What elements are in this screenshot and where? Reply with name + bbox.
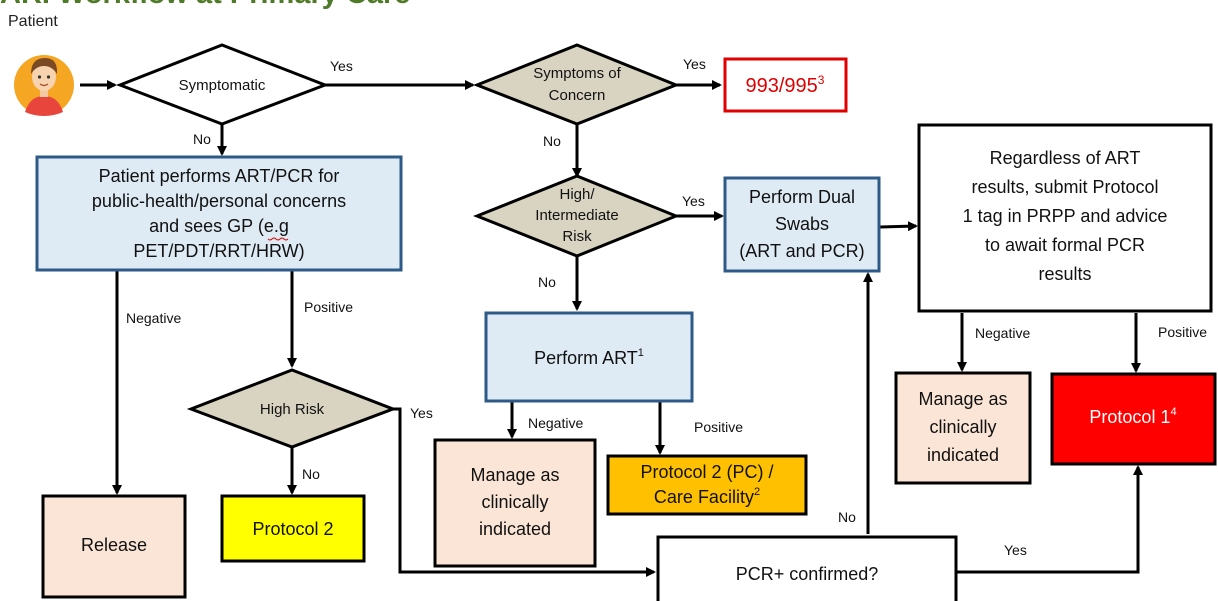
protocol2-pc-superscript: 2 bbox=[754, 486, 760, 498]
patient-performs-line1: Patient performs ART/PCR for bbox=[99, 166, 340, 186]
label-yes-symptomatic: Yes bbox=[330, 58, 353, 74]
label-no-symptomatic: No bbox=[193, 131, 211, 147]
patient-performs-line2: public-health/personal concerns bbox=[92, 191, 346, 211]
emergency-text: 993/995 bbox=[746, 75, 818, 97]
svg-text:993/9953: 993/9953 bbox=[746, 73, 825, 97]
high-risk-decision: High Risk bbox=[186, 368, 398, 449]
label-yes-risk: Yes bbox=[682, 193, 705, 209]
risk-line3: Risk bbox=[562, 228, 592, 245]
regardless-line4: to await formal PCR bbox=[985, 235, 1145, 255]
label-negative-left: Negative bbox=[126, 310, 181, 326]
symptomatic-text: Symptomatic bbox=[179, 77, 266, 94]
patient-label: Patient bbox=[8, 13, 58, 30]
symptoms-concern-line2: Concern bbox=[549, 87, 606, 104]
protocol2-pc-line1: Protocol 2 (PC) / bbox=[640, 462, 773, 482]
pcr-confirmed-box: PCR+ confirmed? bbox=[656, 535, 958, 601]
dual-swabs-box: Perform Dual Swabs (ART and PCR) bbox=[723, 176, 881, 273]
label-no-risk: No bbox=[538, 274, 556, 290]
patient-performs-line3: and sees GP (e.g bbox=[149, 216, 289, 236]
protocol1-text: Protocol 1 bbox=[1089, 407, 1170, 427]
regardless-line5: results bbox=[1038, 264, 1091, 284]
label-positive-right: Positive bbox=[1158, 324, 1207, 340]
protocol2-pc-box: Protocol 2 (PC) / Care Facility2 bbox=[606, 454, 808, 516]
manage-right-line3: indicated bbox=[927, 445, 999, 465]
edge-pcr-yes bbox=[957, 465, 1143, 574]
perform-art-box: Perform ART1 bbox=[484, 311, 694, 403]
protocol1-box: Protocol 14 bbox=[1050, 372, 1217, 466]
label-no-pcr: No bbox=[838, 509, 856, 525]
svg-text:Protocol 14: Protocol 14 bbox=[1089, 406, 1176, 427]
protocol1-superscript: 4 bbox=[1170, 406, 1176, 418]
label-negative-right: Negative bbox=[975, 325, 1030, 341]
emergency-superscript: 3 bbox=[818, 73, 825, 87]
manage-left-box: Manage as clinically indicated bbox=[433, 438, 597, 568]
manage-right-line1: Manage as bbox=[918, 389, 1007, 409]
edge-dual-regardless bbox=[879, 221, 918, 232]
dual-swabs-line2: Swabs bbox=[775, 214, 829, 234]
risk-line2: Intermediate bbox=[535, 207, 618, 224]
label-no-highrisk: No bbox=[302, 466, 320, 482]
release-text: Release bbox=[81, 535, 147, 555]
regardless-box: Regardless of ART results, submit Protoc… bbox=[917, 123, 1213, 313]
regardless-line2: results, submit Protocol bbox=[971, 177, 1158, 197]
patient-performs-line4: PET/PDT/RRT/HRW) bbox=[133, 241, 304, 261]
emergency-box: 993/9953 bbox=[723, 57, 848, 113]
risk-line1: High/ bbox=[559, 186, 595, 203]
pcr-confirmed-text: PCR+ confirmed? bbox=[736, 564, 879, 584]
manage-left-line1: Manage as bbox=[470, 465, 559, 485]
regardless-line1: Regardless of ART bbox=[990, 148, 1141, 168]
perform-art-text: Perform ART bbox=[534, 348, 638, 368]
svg-text:Perform ART1: Perform ART1 bbox=[534, 347, 644, 368]
high-risk-text: High Risk bbox=[260, 401, 325, 418]
manage-right-box: Manage as clinically indicated bbox=[894, 371, 1032, 485]
regardless-line3: 1 tag in PRPP and advice bbox=[963, 206, 1168, 226]
perform-art-superscript: 1 bbox=[638, 347, 644, 359]
protocol2-text: Protocol 2 bbox=[252, 519, 333, 539]
manage-right-line2: clinically bbox=[929, 417, 996, 437]
label-negative-art: Negative bbox=[528, 415, 583, 431]
release-box: Release bbox=[41, 494, 187, 599]
symptoms-concern-line1: Symptoms of bbox=[533, 65, 621, 82]
svg-text:Care Facility2: Care Facility2 bbox=[654, 486, 760, 507]
high-intermediate-risk-decision: High/ Intermediate Risk bbox=[472, 174, 681, 258]
label-yes-concern: Yes bbox=[683, 56, 706, 72]
dual-swabs-line1: Perform Dual bbox=[749, 187, 855, 207]
symptomatic-decision: Symptomatic bbox=[115, 43, 330, 126]
dual-swabs-line3: (ART and PCR) bbox=[739, 241, 864, 261]
label-yes-highrisk: Yes bbox=[410, 405, 433, 421]
label-yes-pcr: Yes bbox=[1004, 542, 1027, 558]
patient-avatar-icon bbox=[14, 55, 74, 116]
label-positive-left: Positive bbox=[304, 299, 353, 315]
label-no-concern: No bbox=[543, 133, 561, 149]
label-positive-art: Positive bbox=[694, 419, 743, 435]
protocol2-box: Protocol 2 bbox=[220, 494, 366, 563]
protocol2-pc-line2: Care Facility bbox=[654, 487, 754, 507]
manage-left-line3: indicated bbox=[479, 519, 551, 539]
manage-left-line2: clinically bbox=[481, 492, 548, 512]
patient-performs-box: Patient performs ART/PCR for public-heal… bbox=[35, 155, 403, 272]
symptoms-concern-decision: Symptoms of Concern bbox=[472, 43, 681, 126]
diagram-title: ARI Workflow at Primary Care bbox=[0, 0, 410, 11]
